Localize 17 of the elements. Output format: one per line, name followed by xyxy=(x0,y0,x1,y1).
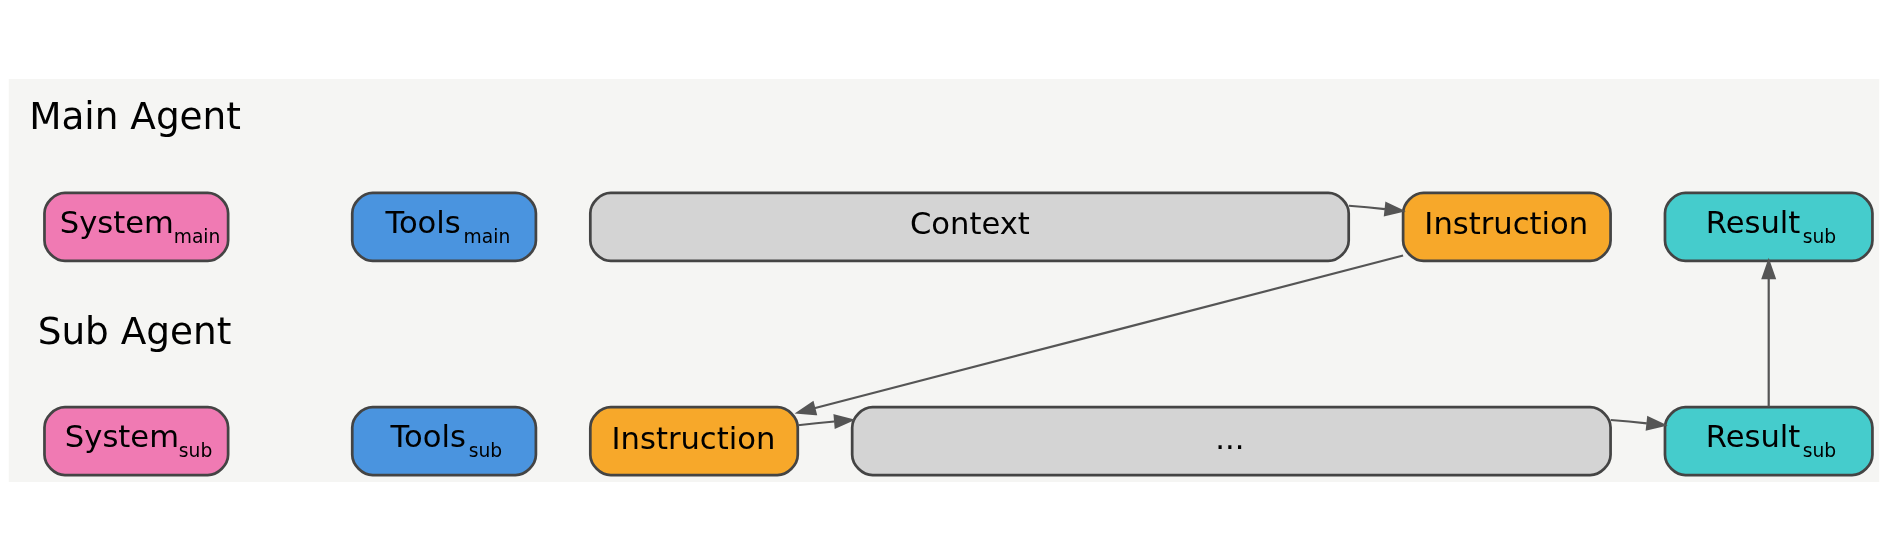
node-box: ... xyxy=(850,405,1612,477)
arrow xyxy=(1761,257,1777,407)
node-box: System$_{sub}$ xyxy=(43,405,230,477)
node-box: System$_{main}$ xyxy=(43,191,230,262)
node-box: Instruction xyxy=(1401,191,1612,262)
arrow xyxy=(1348,201,1406,216)
node-box: Result$_{sub}$ xyxy=(1663,191,1874,262)
arrow xyxy=(797,413,856,429)
arrow xyxy=(1610,415,1668,431)
label: Main Agent xyxy=(29,93,241,138)
label: Sub Agent xyxy=(37,308,232,353)
node-box: Tools$_{main}$ xyxy=(350,191,538,262)
node-box: Result$_{sub}$ xyxy=(1663,405,1874,477)
node-box: Context xyxy=(588,191,1351,262)
arrow xyxy=(794,254,1404,415)
node-box: Instruction xyxy=(588,405,800,477)
node-box: Tools$_{sub}$ xyxy=(350,405,538,477)
